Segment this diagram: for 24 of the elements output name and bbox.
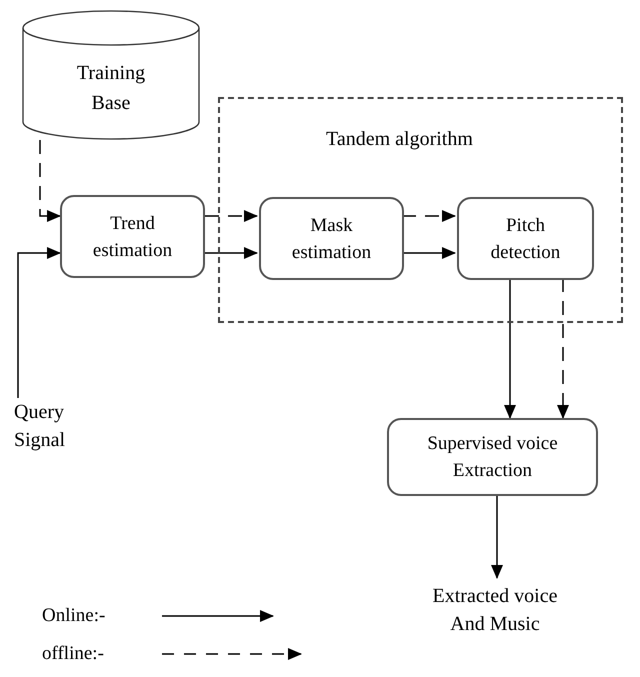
signal-label: Extracted voice And Music xyxy=(415,582,575,642)
box-label: Supervised voice Extraction xyxy=(426,432,559,483)
legend-label: Online:- xyxy=(42,604,106,628)
box-label: Pitch detection xyxy=(490,214,562,264)
arrow xyxy=(402,247,456,259)
process-box xyxy=(60,195,205,278)
arrow xyxy=(39,140,61,222)
node-label: Training Base xyxy=(76,61,146,116)
box-label: Trend estimation xyxy=(92,212,174,262)
legend-label: offline:- xyxy=(42,642,105,666)
arrow xyxy=(17,247,61,398)
box-label: Mask estimation xyxy=(290,214,372,264)
process-box xyxy=(259,197,404,280)
arrow xyxy=(205,247,258,259)
arrow xyxy=(557,278,569,419)
process-box xyxy=(457,197,594,280)
arrow xyxy=(205,210,258,222)
signal-label: Query Signal xyxy=(14,398,94,452)
group-title: Tandem algorithm xyxy=(326,127,473,151)
arrow xyxy=(504,278,516,419)
group-frame xyxy=(218,97,623,323)
arrow xyxy=(491,496,503,579)
process-box xyxy=(387,418,598,496)
arrow xyxy=(402,210,456,222)
